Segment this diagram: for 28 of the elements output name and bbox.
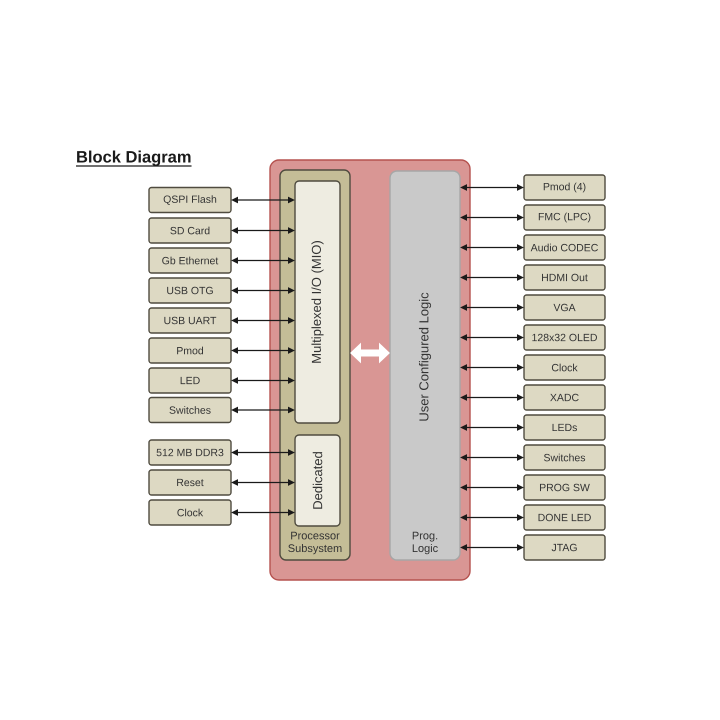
peripheral-box: Pmod (4) [523,174,606,201]
peripheral-box: Pmod [148,337,232,364]
peripheral-box: FMC (LPC) [523,204,606,231]
dedicated-block: Dedicated [294,434,341,527]
io-block: Multiplexed I/O (MIO) [294,180,341,424]
title: Block Diagram [76,150,192,167]
peripheral-box: JTAG [523,534,606,561]
peripheral-box: Gb Ethernet [148,247,232,274]
peripheral-box: Reset [148,469,232,496]
peripheral-box: Clock [148,499,232,526]
peripheral-box: Clock [523,354,606,381]
peripheral-box: QSPI Flash [148,186,232,214]
peripheral-box: XADC [523,384,606,411]
peripheral-box: Switches [148,396,232,424]
peripheral-box: Switches [523,444,606,471]
peripheral-box: VGA [523,294,606,321]
peripheral-box: LEDs [523,414,606,441]
peripheral-box: DONE LED [523,504,606,531]
logic-box: User Configured Logic Prog. Logic [389,170,461,561]
peripheral-box: PROG SW [523,474,606,501]
peripheral-box: HDMI Out [523,264,606,291]
peripheral-box: Audio CODEC [523,234,606,261]
peripheral-box: 512 MB DDR3 [148,439,232,466]
peripheral-box: LED [148,367,232,394]
peripheral-box: SD Card [148,217,232,244]
peripheral-box: USB UART [148,307,232,334]
peripheral-box: 128x32 OLED [523,324,606,351]
peripheral-box: USB OTG [148,277,232,304]
